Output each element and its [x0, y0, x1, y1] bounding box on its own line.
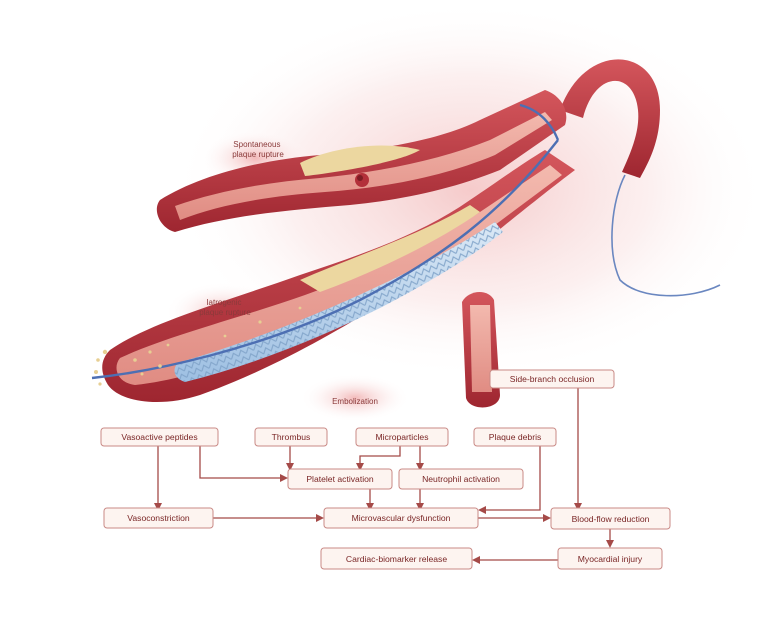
- node-vasoconstriction: Vasoconstriction: [104, 508, 213, 528]
- spontaneous-rupture-label: Spontaneous plaque rupture: [232, 140, 284, 159]
- node-plaque-debris: Plaque debris: [474, 428, 556, 446]
- microvascular-dysfunction-text: Microvascular dysfunction: [352, 513, 451, 523]
- vasoactive-peptides-text: Vasoactive peptides: [121, 432, 197, 442]
- side-branch-occlusion-text: Side-branch occlusion: [510, 374, 595, 384]
- node-platelet-activation: Platelet activation: [288, 469, 392, 489]
- iatrogenic-rupture-label: Iatrogenic plaque rupture: [199, 298, 251, 317]
- embolization-label: Embolization: [332, 397, 378, 406]
- spontaneous-rupture-line1: Spontaneous: [233, 140, 280, 149]
- thrombus-text: Thrombus: [272, 432, 311, 442]
- microparticles-text: Microparticles: [375, 432, 428, 442]
- node-cardiac-biomarker-release: Cardiac-biomarker release: [321, 548, 472, 569]
- node-microvascular-dysfunction: Microvascular dysfunction: [324, 508, 478, 528]
- node-microparticles: Microparticles: [356, 428, 448, 446]
- node-thrombus: Thrombus: [255, 428, 327, 446]
- cardiac-biomarker-release-text: Cardiac-biomarker release: [346, 554, 447, 564]
- spontaneous-rupture-line2: plaque rupture: [232, 150, 284, 159]
- vasoconstriction-text: Vasoconstriction: [127, 513, 190, 523]
- node-neutrophil-activation: Neutrophil activation: [399, 469, 523, 489]
- node-side-branch-occlusion: Side-branch occlusion: [490, 370, 614, 388]
- blood-flow-reduction-text: Blood-flow reduction: [572, 514, 650, 524]
- side-branch: [462, 292, 500, 408]
- node-vasoactive-peptides: Vasoactive peptides: [101, 428, 218, 446]
- neutrophil-activation-text: Neutrophil activation: [422, 474, 500, 484]
- iatrogenic-rupture-line1: Iatrogenic: [206, 298, 241, 307]
- myocardial-injury-text: Myocardial injury: [578, 554, 643, 564]
- plaque-debris-text: Plaque debris: [489, 432, 542, 442]
- node-myocardial-injury: Myocardial injury: [558, 548, 662, 569]
- node-blood-flow-reduction: Blood-flow reduction: [551, 508, 670, 529]
- iatrogenic-rupture-line2: plaque rupture: [199, 308, 251, 317]
- platelet-activation-text: Platelet activation: [306, 474, 374, 484]
